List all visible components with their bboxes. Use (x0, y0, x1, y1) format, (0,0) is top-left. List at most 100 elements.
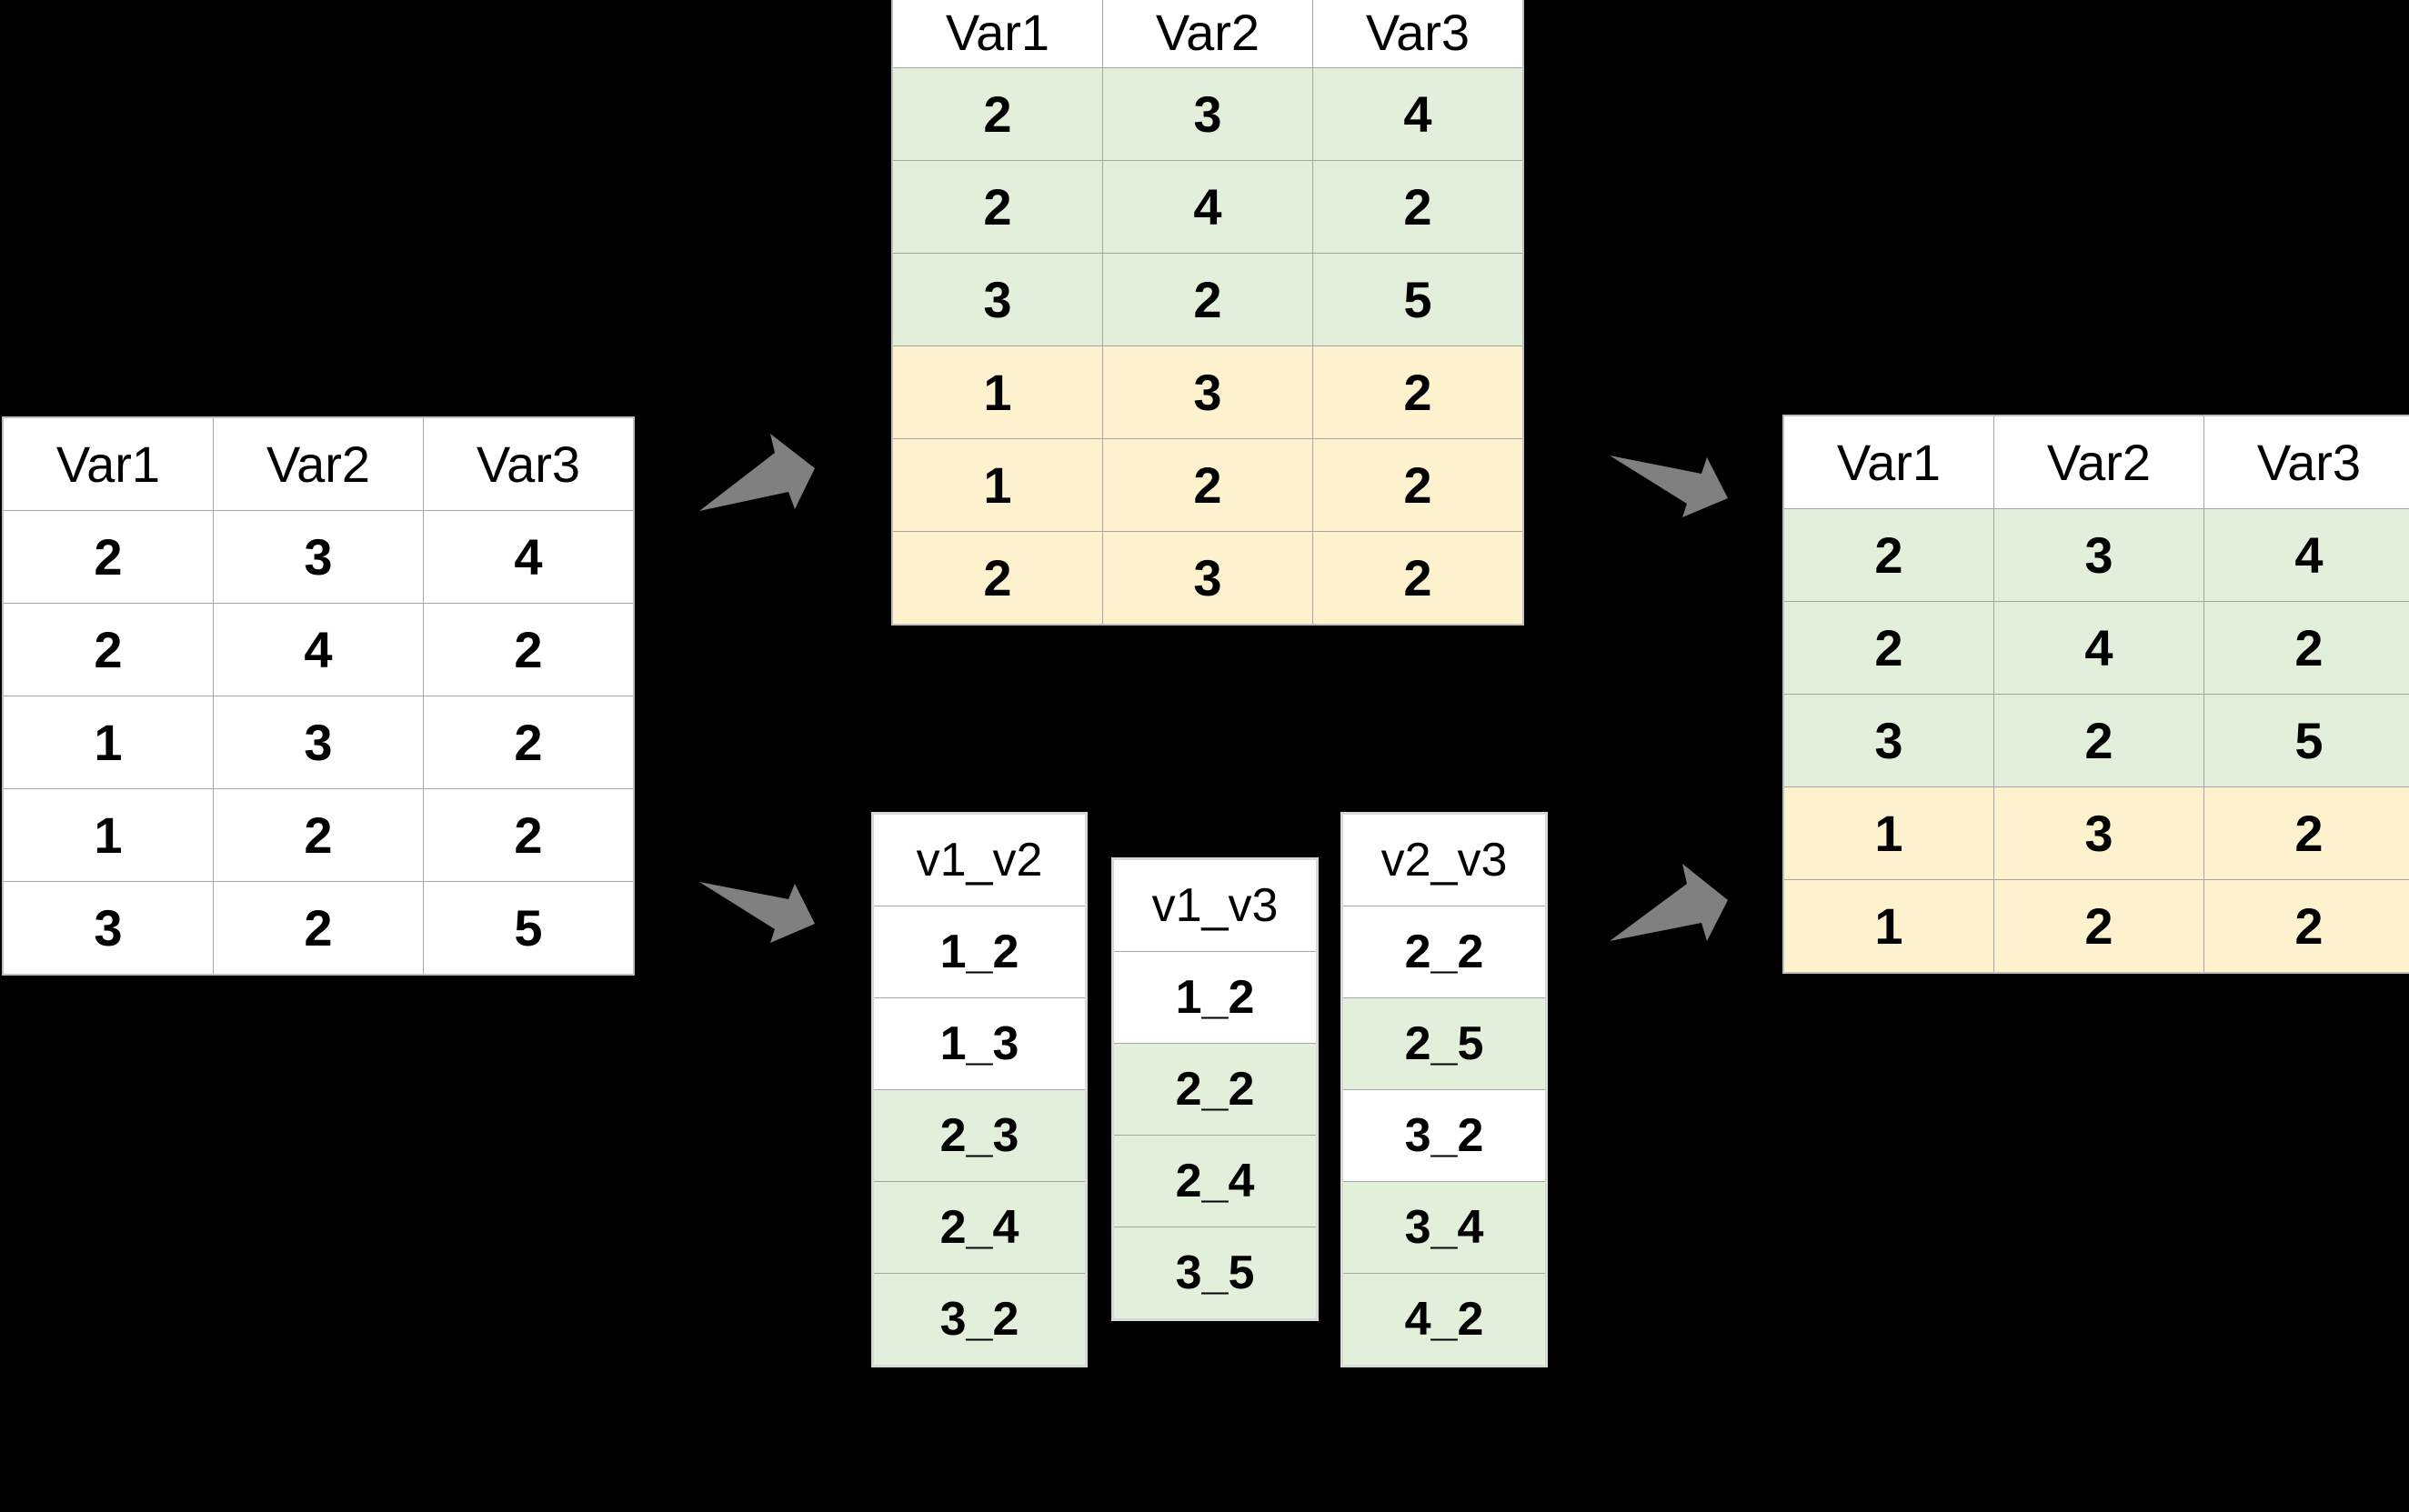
key-table-cell: 2_3 (872, 1089, 1087, 1182)
table-cell: 2 (1993, 879, 2204, 974)
arrow-keys-to-result-icon (1610, 864, 1728, 941)
table-cell: 3 (2, 881, 214, 976)
table-cell: 5 (2203, 694, 2409, 787)
table-cell: 2 (1993, 694, 2204, 787)
key-table-cell: 3_5 (1112, 1227, 1318, 1320)
table-cell: 4 (2203, 508, 2409, 602)
key-table-row: 4_2 (1341, 1273, 1547, 1367)
column-header-var3: Var3 (1312, 0, 1524, 68)
key-column-header: v2_v3 (1341, 813, 1547, 906)
key-table-row: 2_3 (872, 1089, 1087, 1182)
table-cell: 2 (1102, 438, 1313, 532)
table-cell: 1 (2, 696, 214, 789)
key-table-cell: 1_3 (872, 997, 1087, 1090)
key-table-cell: 3_4 (1341, 1181, 1547, 1274)
table-cell: 1 (891, 345, 1103, 439)
table-cell: 2 (423, 603, 635, 696)
table-cell: 2 (1312, 531, 1524, 626)
column-header-var1: Var1 (1782, 415, 1994, 509)
table-cell: 3 (1102, 67, 1313, 161)
table-cell: 3 (1102, 531, 1313, 626)
table-cell: 4 (423, 510, 635, 604)
table-cell: 2 (213, 881, 424, 976)
table-cell: 2 (423, 788, 635, 882)
table-cell: 5 (423, 881, 635, 976)
key-column-header: v1_v3 (1112, 858, 1318, 952)
column-header-var2: Var2 (1993, 415, 2204, 509)
table-cell: 4 (1312, 67, 1524, 161)
table-cell: 3 (1782, 694, 1994, 787)
key-table-cell: 1_2 (872, 906, 1087, 998)
column-header-var2: Var2 (1102, 0, 1313, 68)
key-table-header-row: v2_v3 (1341, 813, 1547, 906)
key-table-row: 2_4 (872, 1181, 1087, 1274)
table-cell: 2 (213, 788, 424, 882)
key-table-cell: 3_2 (872, 1273, 1087, 1367)
table-cell: 1 (1782, 879, 1994, 974)
table-cell: 3 (1102, 345, 1313, 439)
key-table-row: 1_2 (1112, 951, 1318, 1044)
table-cell: 4 (1102, 160, 1313, 254)
table-cell: 2 (1782, 601, 1994, 695)
key-table-cell: 2_4 (872, 1181, 1087, 1274)
key-table-row: 3_4 (1341, 1181, 1547, 1274)
key-table-cell: 3_2 (1341, 1089, 1547, 1182)
key-table-row: 3_5 (1112, 1227, 1318, 1320)
key-table-row: 2_4 (1112, 1135, 1318, 1227)
key-table-row: 3_2 (872, 1273, 1087, 1367)
table-cell: 2 (2, 603, 214, 696)
table-cell: 2 (2203, 601, 2409, 695)
table-cell: 2 (1312, 160, 1524, 254)
column-header-var1: Var1 (2, 416, 214, 511)
table-cell: 2 (891, 160, 1103, 254)
table-cell: 4 (1993, 601, 2204, 695)
key-table-cell: 2_4 (1112, 1135, 1318, 1227)
table-cell: 3 (213, 696, 424, 789)
table-cell: 2 (1312, 438, 1524, 532)
arrow-combined-to-result-icon (1610, 456, 1728, 517)
key-table-row: 1_3 (872, 997, 1087, 1090)
key-table-cell: 1_2 (1112, 951, 1318, 1044)
table-cell: 1 (2, 788, 214, 882)
table-cell: 2 (1312, 345, 1524, 439)
arrow-source-to-combined-icon (699, 434, 815, 511)
arrow-source-to-keys-icon (699, 882, 815, 943)
table-cell: 5 (1312, 253, 1524, 346)
table-cell: 3 (1993, 508, 2204, 602)
key-table-row: 2_5 (1341, 997, 1547, 1090)
key-table-header-row: v1_v3 (1112, 858, 1318, 952)
table-cell: 2 (423, 696, 635, 789)
key-column-header: v1_v2 (872, 813, 1087, 906)
table-cell: 1 (1782, 786, 1994, 880)
table-cell: 4 (213, 603, 424, 696)
